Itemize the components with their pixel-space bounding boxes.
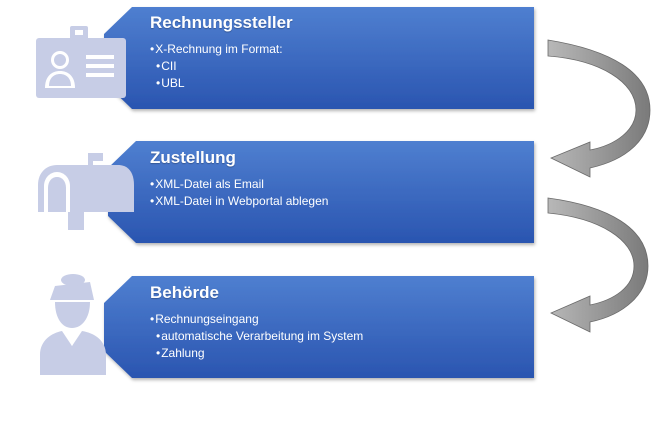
list-item: •automatische Verarbeitung im System xyxy=(156,329,364,343)
step-list: •Rechnungseingang •automatische Verarbei… xyxy=(150,311,363,362)
step-title: Behörde xyxy=(150,283,219,302)
mailbox-icon xyxy=(38,153,134,230)
step-list: •X-Rechnung im Format: •CII •UBL xyxy=(150,41,293,92)
step-list: •XML-Datei als Email •XML-Datei in Webpo… xyxy=(150,176,328,210)
list-item: •XML-Datei in Webportal ablegen xyxy=(150,194,329,208)
list-item: •CII xyxy=(156,59,177,73)
step-2: Zustellung •XML-Datei als Email •XML-Dat… xyxy=(150,148,328,210)
step-title: Zustellung xyxy=(150,148,236,167)
step-box-1 xyxy=(104,7,534,109)
step-box-2 xyxy=(108,141,534,243)
list-item: •X-Rechnung im Format: xyxy=(150,42,283,56)
list-item: •Rechnungseingang xyxy=(150,312,259,326)
list-item: •XML-Datei als Email xyxy=(150,177,264,191)
curved-arrow-2 xyxy=(547,197,649,333)
id-card-icon xyxy=(36,26,126,98)
official-person-icon xyxy=(40,274,106,375)
list-item: •Zahlung xyxy=(156,346,205,360)
curved-arrow-1 xyxy=(547,39,651,178)
step-3: Behörde •Rechnungseingang •automatische … xyxy=(150,283,363,362)
step-1: Rechnungssteller •X-Rechnung im Format: … xyxy=(150,13,293,92)
list-item: •UBL xyxy=(156,76,185,90)
step-title: Rechnungssteller xyxy=(150,13,293,32)
step-box-3 xyxy=(104,276,534,378)
